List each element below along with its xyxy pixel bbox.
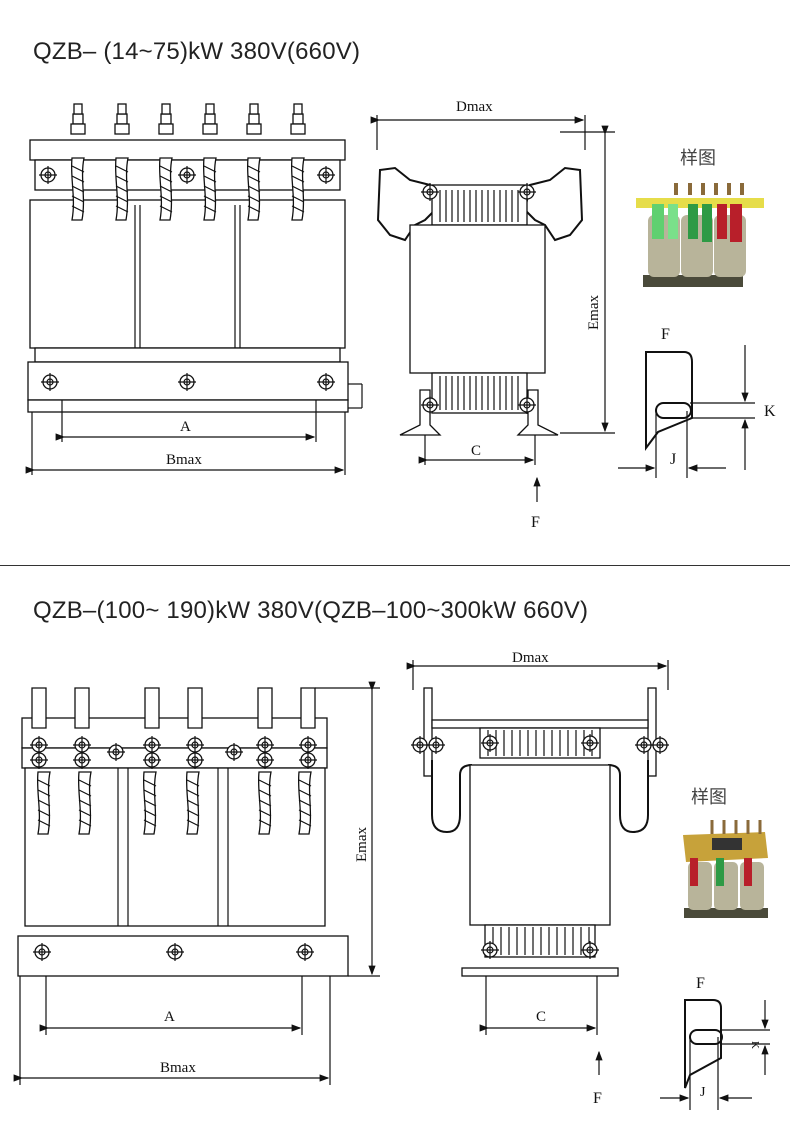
s1-detail	[618, 345, 755, 478]
s2-detail	[660, 999, 770, 1110]
s1-sample-photo	[636, 183, 764, 287]
s2-detail-k: K	[749, 1041, 761, 1049]
s1-dim-f: F	[531, 514, 540, 531]
s1-dim-bmax: Bmax	[166, 452, 202, 468]
s1-front-view	[25, 103, 363, 475]
s1-detail-j: J	[670, 451, 676, 468]
s2-sample-label: 样图	[691, 787, 727, 808]
section1-title: QZB– (14~75)kW 380V(660V)	[33, 38, 361, 65]
s2-dim-c: C	[536, 1009, 546, 1025]
s2-sample-photo	[683, 820, 768, 918]
s1-dim-c: C	[471, 443, 481, 459]
s2-dim-bmax: Bmax	[160, 1060, 196, 1076]
s2-detail-j: J	[700, 1085, 706, 1100]
s2-dim-emax: Emax	[354, 827, 370, 862]
s2-dim-a: A	[164, 1009, 175, 1025]
s2-front-view	[13, 681, 380, 1085]
s1-dim-dmax: Dmax	[456, 99, 493, 115]
s1-dim-emax: Emax	[586, 295, 602, 330]
s2-dim-dmax: Dmax	[512, 650, 549, 666]
section2-title: QZB–(100~ 190)kW 380V(QZB–100~300kW 660V…	[33, 597, 589, 624]
s2-detail-f: F	[696, 975, 705, 992]
s1-detail-k: K	[764, 403, 776, 420]
section-divider	[0, 565, 790, 566]
s1-side-view	[370, 115, 615, 502]
s1-dim-a: A	[180, 419, 191, 435]
s2-side-view	[406, 660, 670, 1075]
s1-detail-f: F	[661, 326, 670, 343]
s2-dim-f: F	[593, 1090, 602, 1107]
s1-sample-label: 样图	[680, 148, 716, 169]
